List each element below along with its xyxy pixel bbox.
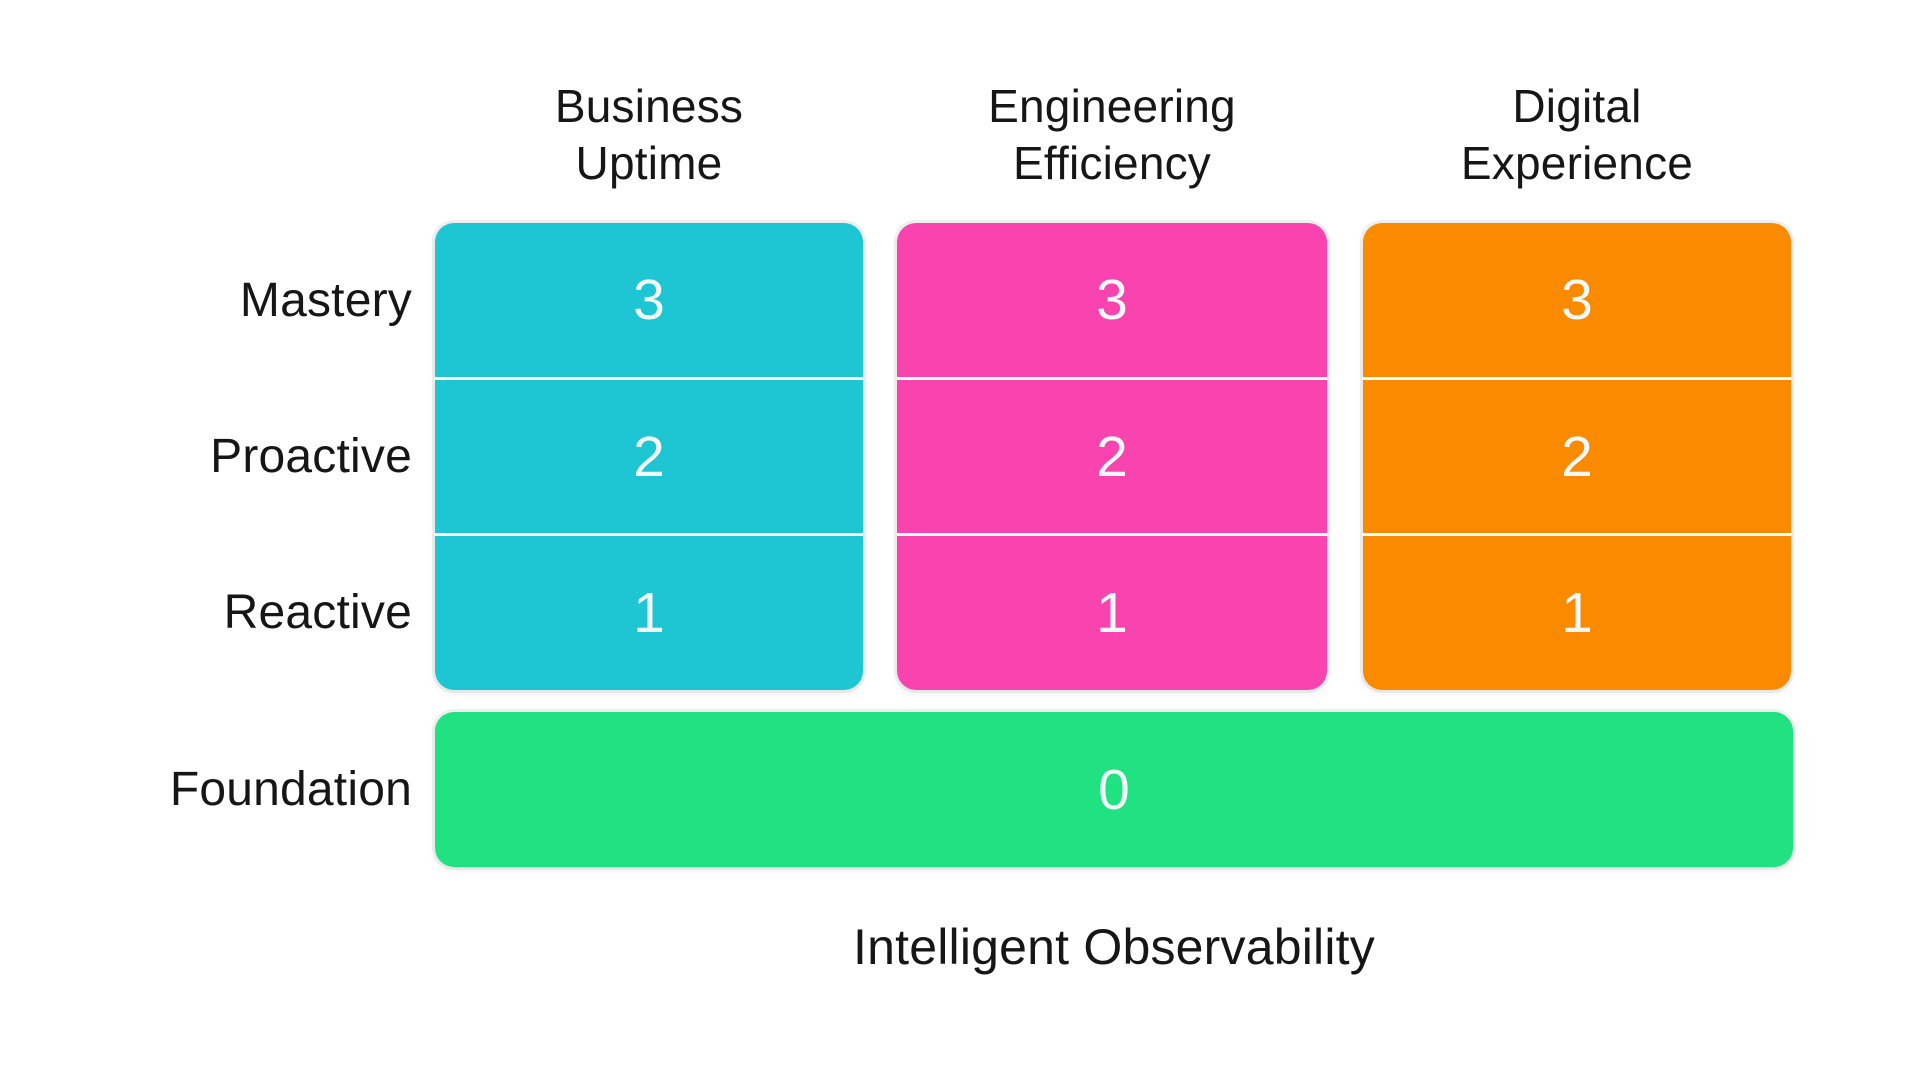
pillar-digital-experience: 3 2 1 <box>1363 223 1791 690</box>
column-header-digital-experience: Digital Experience <box>1460 80 1694 189</box>
cell-digital-experience-mastery: 3 <box>1363 223 1791 377</box>
cell-digital-experience-reactive: 1 <box>1363 536 1791 690</box>
cell-business-uptime-proactive: 2 <box>435 379 863 534</box>
cell-engineering-efficiency-mastery: 3 <box>897 223 1327 377</box>
pillar-engineering-efficiency: 3 2 1 <box>897 223 1327 690</box>
cell-business-uptime-reactive: 1 <box>435 536 863 690</box>
diagram-caption: Intelligent Observability <box>853 919 1375 975</box>
foundation-bar: 0 <box>435 712 1793 867</box>
row-label-mastery: Mastery <box>239 274 412 327</box>
cell-digital-experience-proactive: 2 <box>1363 379 1791 534</box>
row-label-foundation: Foundation <box>169 763 412 816</box>
cell-engineering-efficiency-reactive: 1 <box>897 536 1327 690</box>
cell-business-uptime-mastery: 3 <box>435 223 863 377</box>
row-label-proactive: Proactive <box>210 430 412 483</box>
row-label-reactive: Reactive <box>223 586 412 639</box>
column-header-engineering-efficiency: Engineering Efficiency <box>988 80 1236 189</box>
pillar-business-uptime: 3 2 1 <box>435 223 863 690</box>
column-header-business-uptime: Business Uptime <box>554 80 744 189</box>
cell-engineering-efficiency-proactive: 2 <box>897 379 1327 534</box>
